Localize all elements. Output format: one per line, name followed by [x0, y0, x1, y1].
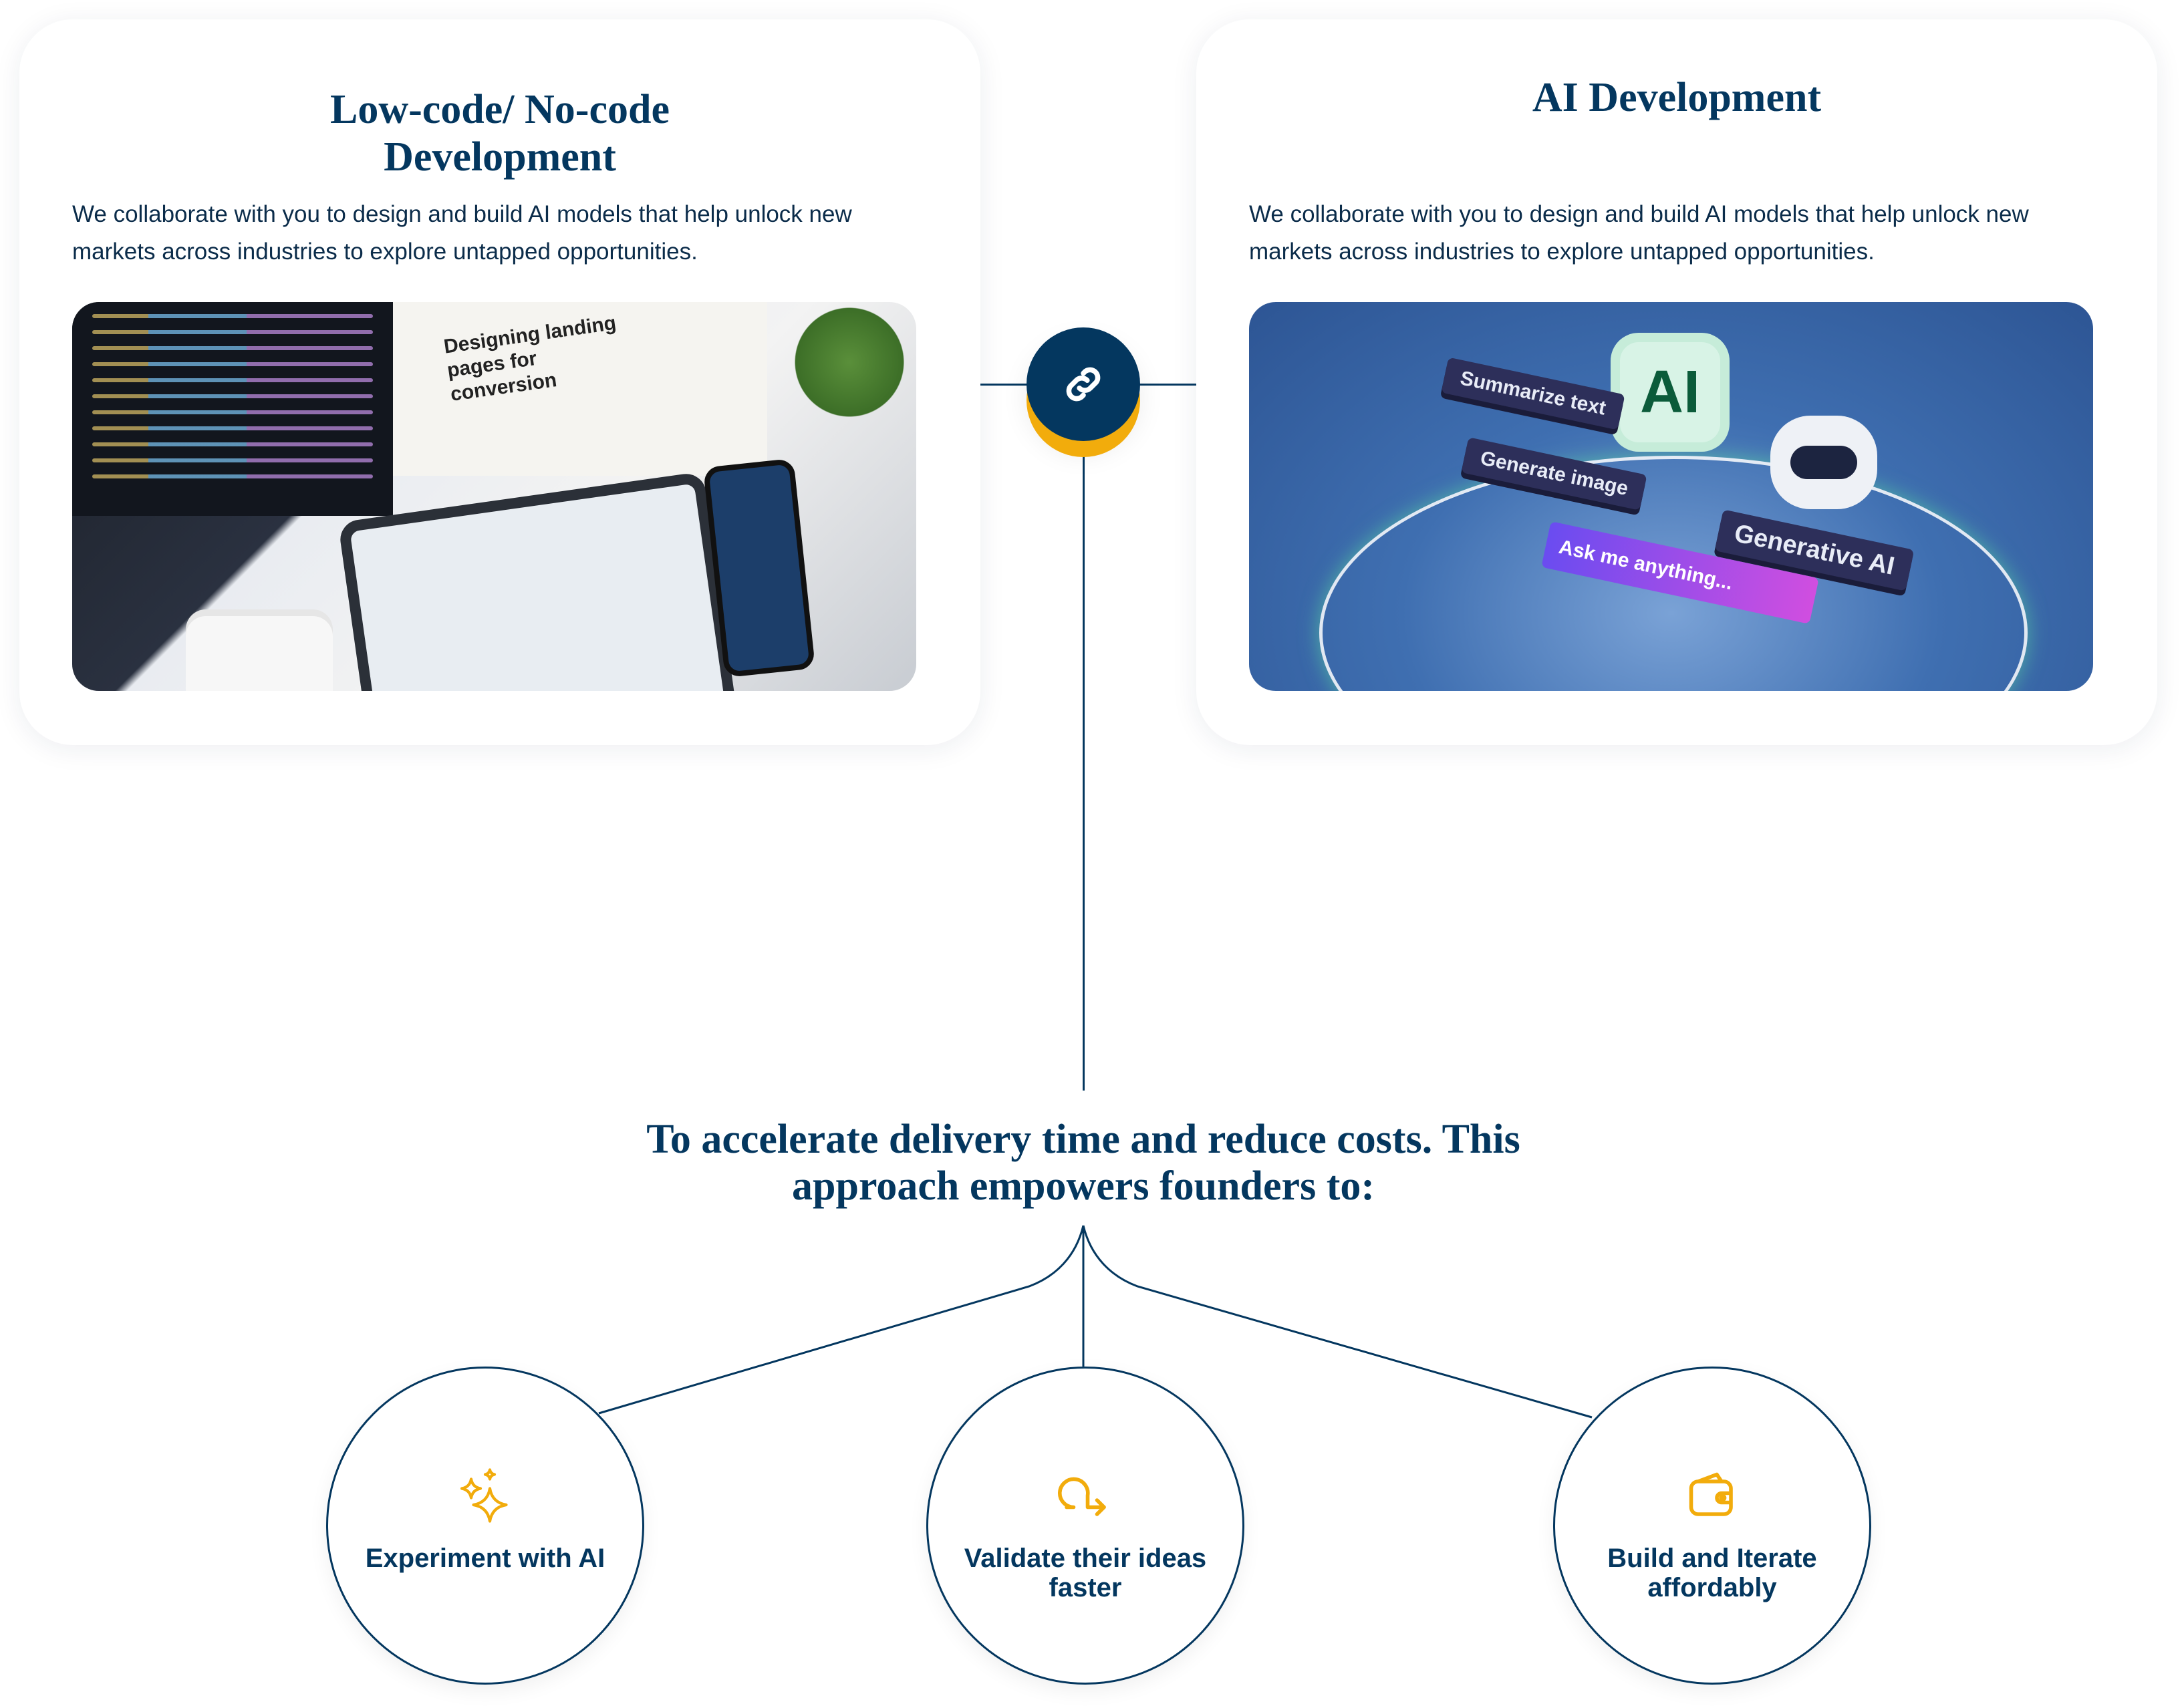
benefit-build: Build and Iterate affordably — [1553, 1367, 1871, 1685]
card-description: We collaborate with you to design and bu… — [72, 201, 852, 265]
monitor-screen: Designing landing pages for conversion — [393, 302, 767, 476]
loop-arrow-icon — [1058, 1477, 1106, 1516]
robot — [1770, 416, 1877, 509]
benefit-label: Validate their ideas faster — [964, 1544, 1207, 1602]
branch-left — [598, 1225, 1085, 1415]
workstation-image: Designing landing pages for conversion — [72, 302, 916, 691]
benefit-label: Experiment with AI — [365, 1544, 605, 1573]
ai-chip: AI — [1620, 342, 1720, 442]
card-description: We collaborate with you to design and bu… — [1249, 201, 2029, 265]
sparkles-icon — [460, 1468, 508, 1523]
wallet-icon — [1689, 1472, 1733, 1516]
coffee-cup — [186, 616, 333, 691]
connector-vertical-line — [1083, 441, 1085, 1091]
plant — [783, 302, 916, 422]
section-heading: To accelerate delivery time and reduce c… — [646, 1117, 1520, 1209]
link-icon — [1066, 367, 1101, 402]
ai-development-card: AI Development We collaborate with you t… — [1196, 19, 2157, 745]
code-editor-screen — [72, 302, 393, 516]
benefit-experiment: Experiment with AI — [326, 1367, 644, 1685]
card-title: AI Development — [1532, 75, 1822, 120]
benefit-label: Build and Iterate affordably — [1607, 1544, 1817, 1602]
link-badge — [1027, 327, 1140, 441]
benefit-validate: Validate their ideas faster — [926, 1367, 1244, 1685]
generative-ai-image: AI Summarize text Generate image Generat… — [1249, 302, 2093, 691]
branch-right — [1082, 1225, 1593, 1419]
